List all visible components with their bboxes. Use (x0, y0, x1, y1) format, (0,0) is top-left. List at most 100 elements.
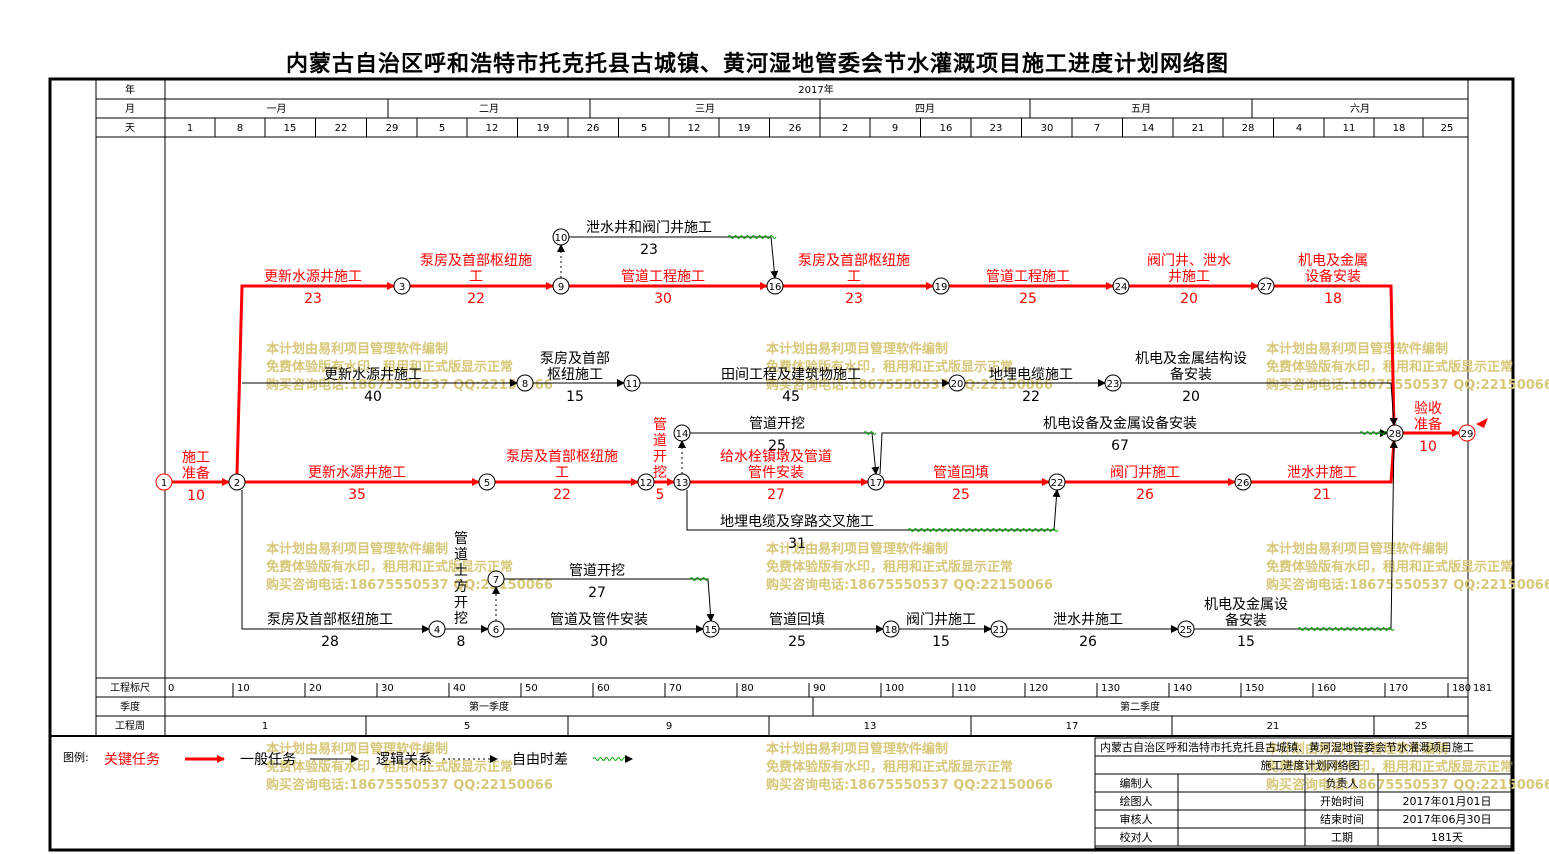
task-duration: 15 (566, 389, 584, 405)
watermark: 本计划由易利项目管理软件编制免费体验版有水印，租用和正式版显示正常购买咨询电话:… (1266, 741, 1549, 793)
event-node-label: 29 (1461, 429, 1474, 440)
task-name: 方 (454, 579, 468, 595)
page-title: 内蒙古自治区呼和浩特市托克托县古城镇、黄河湿地管委会节水灌溉项目施工进度计划网络… (285, 51, 1229, 77)
ruler-label: 130 (1101, 683, 1120, 694)
event-node-label: 16 (769, 282, 782, 293)
task-duration: 23 (845, 291, 863, 307)
watermark-line: 本计划由易利项目管理软件编制 (766, 341, 948, 357)
year-row-label: 年 (125, 83, 135, 96)
task-name: 枢纽施工 (547, 367, 603, 383)
task-name: 田间工程及建筑物施工 (721, 367, 861, 383)
task-name: 挖 (653, 465, 667, 481)
task-name: 备安装 (1225, 612, 1267, 629)
watermark-line: 免费体验版有水印，租用和正式版显示正常 (766, 759, 1013, 775)
week-label: 5 (464, 721, 470, 732)
watermark-layer: 本计划由易利项目管理软件编制免费体验版有水印，租用和正式版显示正常购买咨询电话:… (266, 341, 1549, 793)
month-label: 五月 (1131, 103, 1151, 115)
day-label: 19 (537, 123, 550, 134)
task-name: 备安装 (1170, 366, 1212, 383)
watermark-line: 购买咨询电话:18675550537 QQ:22150066 (1266, 377, 1549, 393)
event-node (552, 277, 570, 295)
season-label: 第一季度 (469, 700, 509, 713)
info-key: 开始时间 (1320, 794, 1364, 808)
task-duration: 45 (782, 389, 800, 405)
task-name: 工 (469, 269, 483, 285)
task-duration: 25 (768, 438, 786, 454)
legend-float-arrowhead (625, 755, 633, 763)
event-node-label: 10 (555, 233, 568, 244)
task-name: 阀门井、泄水 (1147, 253, 1231, 269)
watermark-line: 购买咨询电话:18675550537 QQ:22150066 (1266, 777, 1549, 793)
event-node (673, 424, 691, 442)
event-node-label: 1 (161, 478, 167, 489)
week-label: 1 (262, 721, 268, 732)
task-name: 机电及金属设 (1204, 597, 1288, 613)
event-node-label: 23 (1107, 379, 1120, 390)
task-name: 管道回填 (933, 465, 989, 481)
watermark-line: 购买咨询电话:18675550537 QQ:22150066 (766, 577, 1053, 593)
day-label: 30 (1041, 123, 1054, 134)
legend-normal-label: 一般任务 (240, 752, 296, 768)
ruler-label: 30 (381, 683, 394, 694)
info-key: 结束时间 (1320, 813, 1364, 826)
task-name: 管 (653, 417, 667, 433)
day-label: 29 (386, 123, 399, 134)
task-arrow (1121, 382, 1398, 426)
day-label: 9 (892, 123, 898, 134)
event-node (487, 620, 505, 638)
week-label: 21 (1267, 721, 1280, 732)
task-duration: 26 (1079, 634, 1097, 650)
task-arrow (879, 429, 1388, 475)
task-duration: 18 (1324, 291, 1342, 307)
task-name: 更新水源井施工 (324, 367, 422, 383)
event-node-label: 2 (234, 478, 240, 489)
event-node-label: 9 (558, 282, 564, 293)
event-node (1112, 277, 1130, 295)
task-duration: 25 (952, 487, 970, 503)
task-duration: 30 (590, 634, 608, 650)
ruler-label: 90 (813, 683, 826, 694)
task-edges: 施工准备10更新水源井施工23泵房及首部枢纽施工22管道工程施工30泵房及首部枢… (172, 220, 1488, 650)
info-key: 绘图人 (1120, 794, 1153, 808)
watermark-line: 免费体验版有水印，租用和正式版显示正常 (766, 559, 1013, 575)
watermark-line: 本计划由易利项目管理软件编制 (1266, 341, 1448, 357)
event-node (552, 228, 570, 246)
task-duration: 5 (656, 487, 665, 503)
month-label: 三月 (695, 103, 715, 115)
task-name: 开 (454, 595, 468, 611)
task-arrow (686, 489, 1061, 531)
task-arrow (690, 432, 880, 475)
ruler-label: 70 (669, 683, 682, 694)
task-name: 道 (454, 547, 468, 563)
task-name: 机电设备及金属设备安装 (1043, 415, 1197, 432)
event-node-label: 8 (522, 379, 528, 390)
task-name: 更新水源井施工 (308, 465, 406, 481)
event-node-label: 4 (434, 625, 440, 636)
event-node (948, 374, 966, 392)
task-name: 阀门井施工 (906, 612, 976, 628)
task-name: 管道开挖 (749, 416, 805, 432)
task-name: 井施工 (1168, 269, 1210, 285)
task-arrow (1251, 440, 1398, 484)
task-duration: 20 (1180, 291, 1198, 307)
task-name: 工 (555, 465, 569, 481)
ruler-label: 10 (237, 683, 250, 694)
ruler-label: 100 (885, 683, 904, 694)
task-duration: 15 (932, 634, 950, 650)
task-name: 地埋电缆及穿路交叉施工 (720, 513, 874, 530)
week-label: 9 (666, 721, 672, 732)
watermark: 本计划由易利项目管理软件编制免费体验版有水印，租用和正式版显示正常购买咨询电话:… (1266, 541, 1549, 593)
task-duration: 10 (187, 488, 205, 504)
event-node-label: 17 (870, 478, 883, 489)
task-duration: 23 (640, 242, 658, 258)
day-label: 19 (738, 123, 751, 134)
day-label: 23 (990, 123, 1003, 134)
task-duration: 40 (364, 389, 382, 405)
watermark-line: 购买咨询电话:18675550537 QQ:22150066 (766, 377, 1053, 393)
task-name: 泵房及首部枢纽施 (420, 253, 532, 269)
event-node-label: 15 (705, 625, 718, 636)
day-label: 21 (1192, 123, 1205, 134)
task-name: 准备 (182, 465, 210, 482)
task-arrow (235, 282, 395, 475)
event-node (1386, 424, 1404, 442)
